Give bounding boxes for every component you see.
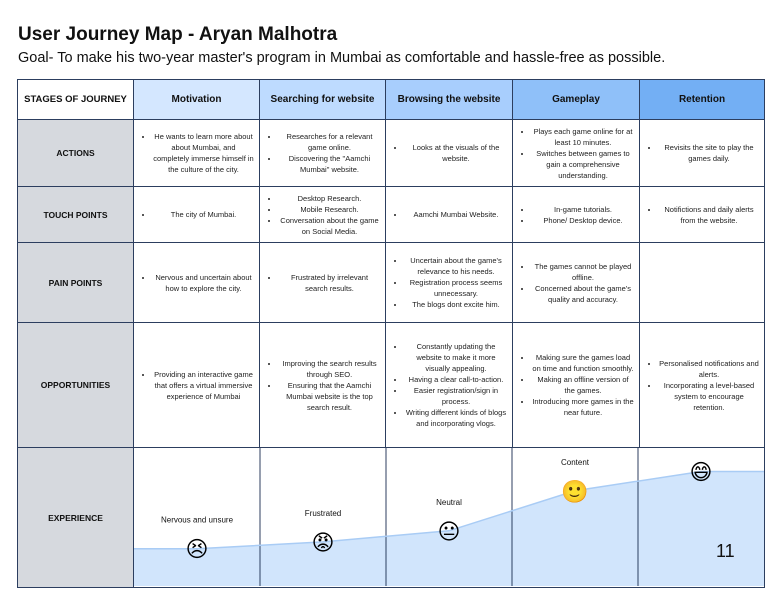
stage-motivation: Motivation: [133, 79, 260, 120]
experience-label: Nervous and unsure: [161, 516, 234, 525]
experience-curve-chart: Nervous and unsure 😣 Frustrated 😡 Neutral 😐 Co…: [134, 448, 764, 586]
experience-area: [134, 471, 764, 586]
bullet-item: Registration process seems unnecessary.: [405, 277, 507, 299]
opportunities-row: OPPORTUNITIES Providing an interactive g…: [17, 322, 765, 448]
bullet-item: Nervous and uncertain about how to explo…: [153, 272, 254, 294]
bullet-item: The city of Mumbai.: [153, 209, 254, 220]
experience-label: Frustrated: [305, 509, 341, 518]
experience-curve-area: Nervous and unsure 😣 Frustrated 😡 Neutral 😐 Co…: [133, 447, 765, 588]
bullet-item: Introducing more games in the near futur…: [532, 396, 634, 418]
row-label-actions: ACTIONS: [17, 119, 134, 187]
touch-points-cell: Desktop Research.Mobile Research.Convers…: [259, 186, 386, 243]
stages-corner-label: STAGES OF JOURNEY: [17, 79, 134, 120]
grinning-face-icon: 😄: [690, 459, 713, 484]
actions-row: ACTIONS He wants to learn more about abo…: [17, 119, 765, 187]
pain-points-cell: Uncertain about the game's relevance to …: [385, 242, 513, 323]
opportunities-cell: Constantly updating the website to make …: [385, 322, 513, 448]
bullet-item: Conversation about the game on Social Me…: [279, 215, 380, 237]
pain-points-cell: Frustrated by irrelevant search results.: [259, 242, 386, 323]
pain-points-cell: Nervous and uncertain about how to explo…: [133, 242, 260, 323]
opportunities-cell: Making sure the games load on time and f…: [512, 322, 640, 448]
bullet-item: Improving the search results through SEO…: [279, 358, 380, 380]
bullet-item: He wants to learn more about about Mumba…: [153, 131, 254, 175]
bullet-item: Writing different kinds of blogs and inc…: [405, 407, 507, 429]
bullet-item: Having a clear call-to-action.: [405, 374, 507, 385]
bullet-item: Switches between games to gain a compreh…: [532, 148, 634, 181]
actions-cell: Looks at the visuals of the website.: [385, 119, 513, 187]
bullet-item: Ensuring that the Aamchi Mumbai website …: [279, 380, 380, 413]
page-title: User Journey Map - Aryan Malhotra: [18, 24, 338, 45]
actions-cell: Revisits the site to play the games dail…: [639, 119, 765, 187]
stage-searching: Searching for website: [259, 79, 386, 120]
experience-point: Neutral 😐: [436, 498, 462, 544]
experience-label: Content: [561, 458, 590, 467]
touch-points-cell: The city of Mumbai.: [133, 186, 260, 243]
experience-point: Content 🙂: [561, 458, 590, 504]
confounded-face-icon: 😣: [186, 537, 209, 562]
bullet-item: Constantly updating the website to make …: [405, 341, 507, 374]
bullet-item: Looks at the visuals of the website.: [405, 142, 507, 164]
opportunities-cell: Personalised notifications and alerts.In…: [639, 322, 765, 448]
actions-cell: Plays each game online for at least 10 m…: [512, 119, 640, 187]
experience-point: Frustrated 😡: [305, 509, 341, 555]
pain-points-cell: The games cannot be played offline.Conce…: [512, 242, 640, 323]
slightly-smiling-face-icon: 🙂: [561, 479, 588, 504]
bullet-item: Plays each game online for at least 10 m…: [532, 126, 634, 148]
journey-map-table: STAGES OF JOURNEY Motivation Searching f…: [17, 79, 765, 588]
bullet-item: Incorporating a level-based system to en…: [659, 380, 759, 413]
touch-points-cell: In-game tutorials.Phone/ Desktop device.: [512, 186, 640, 243]
bullet-item: Uncertain about the game's relevance to …: [405, 255, 507, 277]
goal-text: Goal- To make his two-year master's prog…: [18, 50, 666, 66]
neutral-face-icon: 😐: [438, 519, 461, 544]
row-label-opportunities: OPPORTUNITIES: [17, 322, 134, 448]
bullet-item: Concerned about the game's quality and a…: [532, 283, 634, 305]
pain-points-cell: [639, 242, 765, 323]
bullet-item: Phone/ Desktop device.: [532, 215, 634, 226]
bullet-item: Personalised notifications and alerts.: [659, 358, 759, 380]
opportunities-cell: Improving the search results through SEO…: [259, 322, 386, 448]
bullet-item: Easier registration/sign in process.: [405, 385, 507, 407]
bullet-item: Discovering the "Aamchi Mumbai" website.: [279, 153, 380, 175]
bullet-item: Researches for a relevant game online.: [279, 131, 380, 153]
actions-cell: He wants to learn more about about Mumba…: [133, 119, 260, 187]
bullet-item: Making sure the games load on time and f…: [532, 352, 634, 374]
pain-points-row: PAIN POINTS Nervous and uncertain about …: [17, 242, 765, 323]
touch-points-cell: Aamchi Mumbai Website.: [385, 186, 513, 243]
stage-gameplay: Gameplay: [512, 79, 640, 120]
bullet-item: Making an offline version of the games.: [532, 374, 634, 396]
row-label-pain-points: PAIN POINTS: [17, 242, 134, 323]
bullet-item: Desktop Research.: [279, 193, 380, 204]
bullet-item: Notifictions and daily alerts from the w…: [659, 204, 759, 226]
bullet-item: Aamchi Mumbai Website.: [405, 209, 507, 220]
actions-cell: Researches for a relevant game online.Di…: [259, 119, 386, 187]
bullet-item: The blogs dont excite him.: [405, 299, 507, 310]
bullet-item: The games cannot be played offline.: [532, 261, 634, 283]
bullet-item: Revisits the site to play the games dail…: [659, 142, 759, 164]
experience-line: [134, 470, 764, 550]
bullet-item: Frustrated by irrelevant search results.: [279, 272, 380, 294]
bullet-item: Providing an interactive game that offer…: [153, 369, 254, 402]
experience-row: EXPERIENCE Nervous and unsure 😣 Frustrated…: [17, 447, 765, 588]
touch-points-row: TOUCH POINTS The city of Mumbai. Desktop…: [17, 186, 765, 243]
opportunities-cell: Providing an interactive game that offer…: [133, 322, 260, 448]
experience-point: Nervous and unsure 😣: [161, 516, 234, 562]
touch-points-cell: Notifictions and daily alerts from the w…: [639, 186, 765, 243]
angry-face-icon: 😡: [312, 530, 335, 555]
experience-label: Neutral: [436, 498, 462, 507]
row-label-touch-points: TOUCH POINTS: [17, 186, 134, 243]
page-number: 11: [716, 541, 735, 561]
stage-retention: Retention: [639, 79, 765, 120]
row-label-experience: EXPERIENCE: [17, 447, 134, 588]
bullet-item: Mobile Research.: [279, 204, 380, 215]
stages-header-row: STAGES OF JOURNEY Motivation Searching f…: [17, 79, 765, 120]
bullet-item: In-game tutorials.: [532, 204, 634, 215]
experience-point: Satisfied😄: [690, 459, 713, 484]
stage-browsing: Browsing the website: [385, 79, 513, 120]
